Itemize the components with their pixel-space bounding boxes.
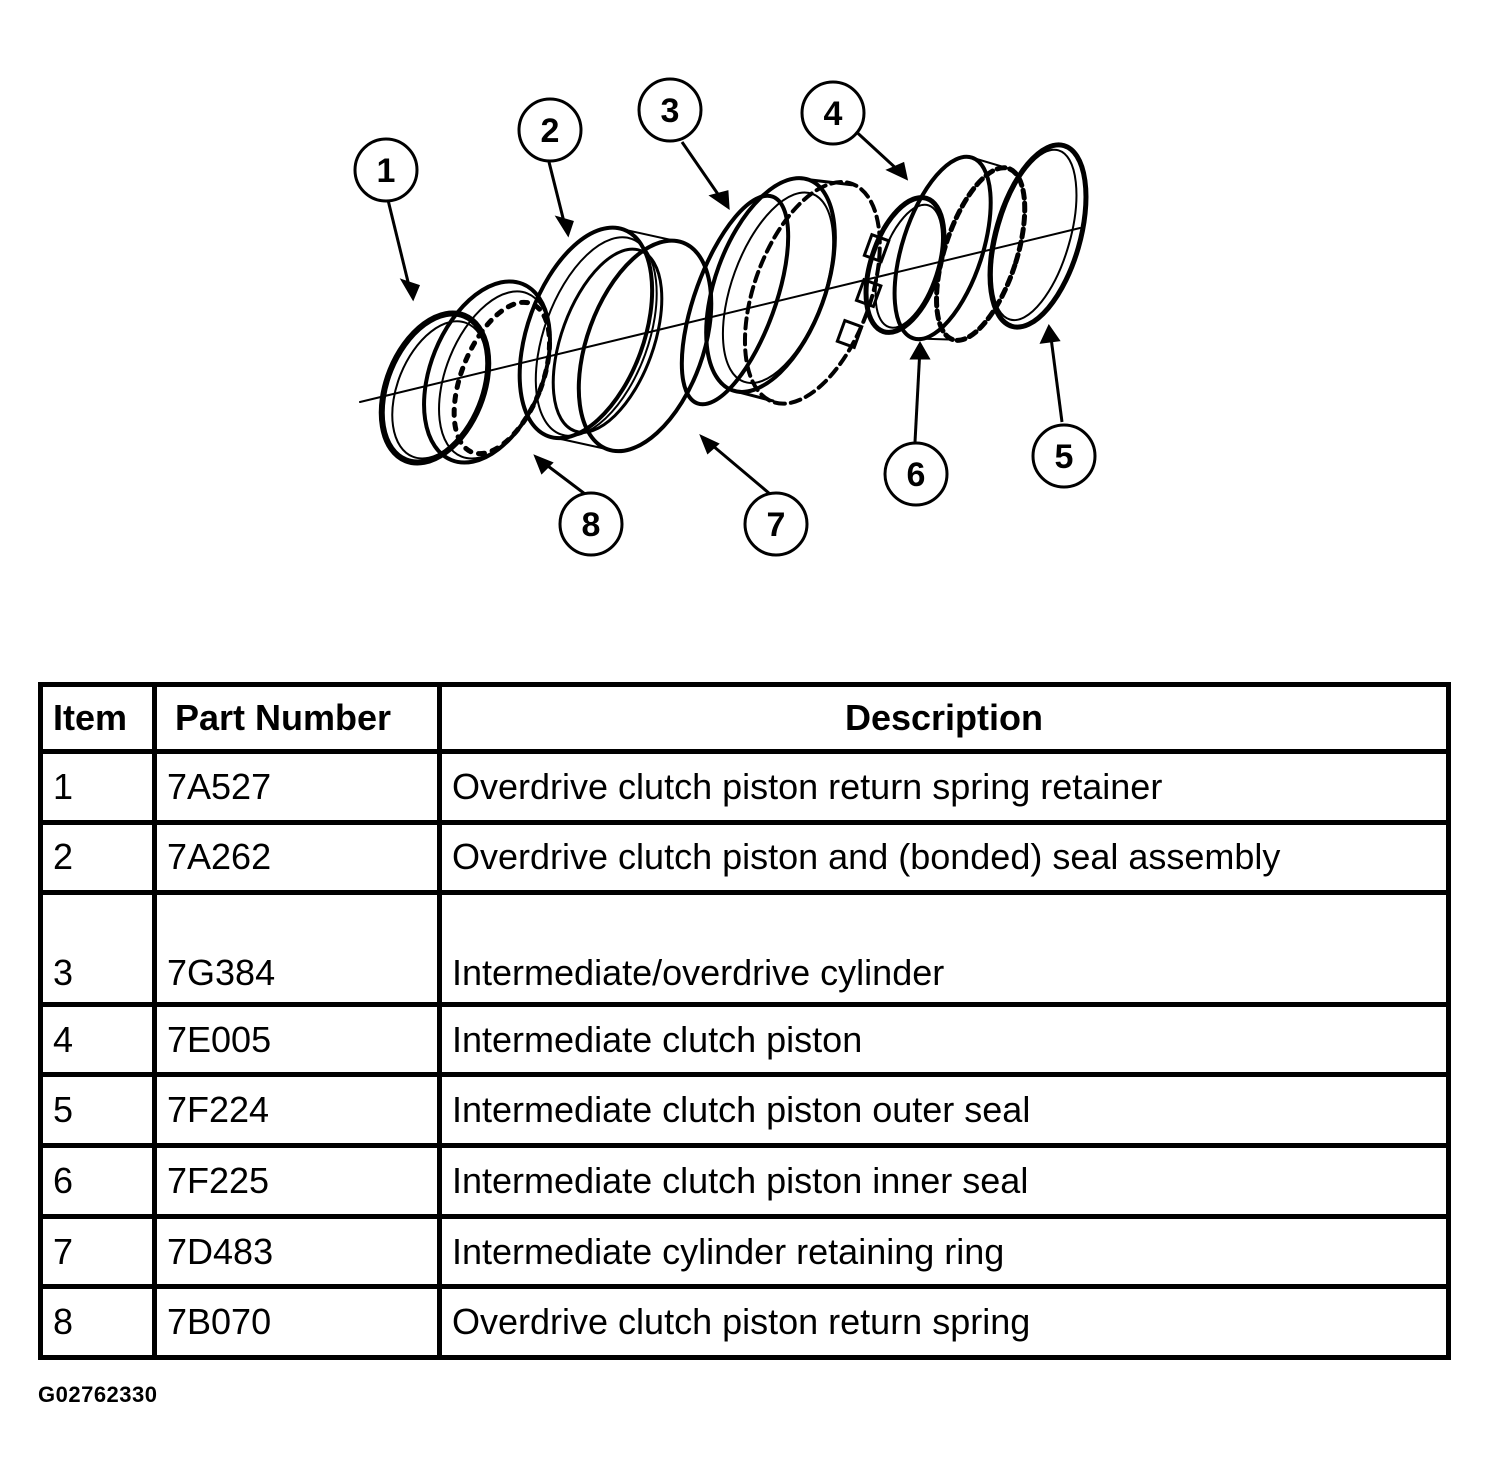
cell-description: Intermediate clutch piston outer seal — [437, 1072, 1451, 1149]
callout-2-label: 2 — [541, 112, 560, 150]
header-part-number: Part Number — [152, 682, 442, 754]
cell-part-number: 7B070 — [152, 1284, 442, 1360]
cell-description: Intermediate cylinder retaining ring — [437, 1213, 1451, 1290]
callout-3-circle — [637, 77, 703, 143]
figure-id: G02762330 — [38, 1382, 158, 1407]
callout-2-circle — [517, 97, 583, 163]
part-4-clutch-piston — [892, 154, 1028, 343]
cell-item: 6 — [38, 1143, 157, 1219]
cell-description: Overdrive clutch piston and (bonded) sea… — [437, 819, 1451, 896]
table-row: 6 7F225 Intermediate clutch piston inner… — [38, 1143, 1451, 1219]
callout-5-circle — [1031, 423, 1097, 489]
cell-item: 3 — [38, 890, 157, 1007]
cell-description: Intermediate clutch piston inner seal — [437, 1143, 1451, 1219]
callout-1-label: 1 — [377, 152, 396, 190]
cell-part-number: 7F225 — [152, 1143, 442, 1219]
cell-part-number: 7F224 — [152, 1072, 442, 1149]
cell-part-number: 7E005 — [152, 1001, 442, 1078]
table-row: 7 7D483 Intermediate cylinder retaining … — [38, 1213, 1451, 1290]
cell-description: Overdrive clutch piston return spring re… — [437, 749, 1451, 825]
table-row: 3 7G384 Intermediate/overdrive cylinder — [38, 890, 1451, 1007]
table-row: 2 7A262 Overdrive clutch piston and (bon… — [38, 819, 1451, 896]
centerline — [359, 227, 1081, 403]
table-header-row: Item Part Number Description — [38, 682, 1451, 754]
callout-4-circle — [800, 80, 866, 146]
part-1-retainer-ring — [378, 310, 492, 466]
callout-3-label: 3 — [661, 92, 680, 130]
header-description: Description — [437, 682, 1451, 754]
callout-7-label: 7 — [767, 506, 786, 544]
cell-item: 4 — [38, 1001, 157, 1078]
cell-item: 1 — [38, 749, 157, 825]
callout-7-circle — [743, 491, 809, 557]
header-item: Item — [38, 682, 157, 754]
cell-part-number: 7D483 — [152, 1213, 442, 1290]
part-2-piston-seal — [517, 225, 714, 454]
cell-description: Overdrive clutch piston return spring — [437, 1284, 1451, 1360]
table-row: 8 7B070 Overdrive clutch piston return s… — [38, 1284, 1451, 1360]
cell-part-number: 7A527 — [152, 749, 442, 825]
cell-item: 7 — [38, 1213, 157, 1290]
table-row: 4 7E005 Intermediate clutch piston — [38, 1001, 1451, 1078]
cell-description: Intermediate clutch piston — [437, 1001, 1451, 1078]
parts-table: Item Part Number Description 1 7A527 Ove… — [38, 682, 1451, 1360]
exploded-view-diagram: 1 2 3 4 5 6 7 8 — [0, 0, 1489, 640]
cell-description: Intermediate/overdrive cylinder — [437, 890, 1451, 1007]
callout-6-circle — [883, 441, 949, 507]
table-row: 1 7A527 Overdrive clutch piston return s… — [38, 749, 1451, 825]
cell-item: 5 — [38, 1072, 157, 1149]
table-row: 5 7F224 Intermediate clutch piston outer… — [38, 1072, 1451, 1149]
part-5-outer-seal — [987, 142, 1089, 330]
cell-part-number: 7G384 — [152, 890, 442, 1007]
cell-item: 8 — [38, 1284, 157, 1360]
cell-item: 2 — [38, 819, 157, 896]
callout-8-label: 8 — [582, 506, 601, 544]
callout-5-label: 5 — [1055, 438, 1074, 476]
part-8-return-spring — [422, 279, 553, 465]
callout-4-label: 4 — [824, 95, 843, 133]
cell-part-number: 7A262 — [152, 819, 442, 896]
callout-6-label: 6 — [907, 456, 926, 494]
callout-8-circle — [558, 491, 624, 557]
callout-1-circle — [353, 137, 419, 203]
part-7-retaining-ring — [679, 193, 791, 407]
